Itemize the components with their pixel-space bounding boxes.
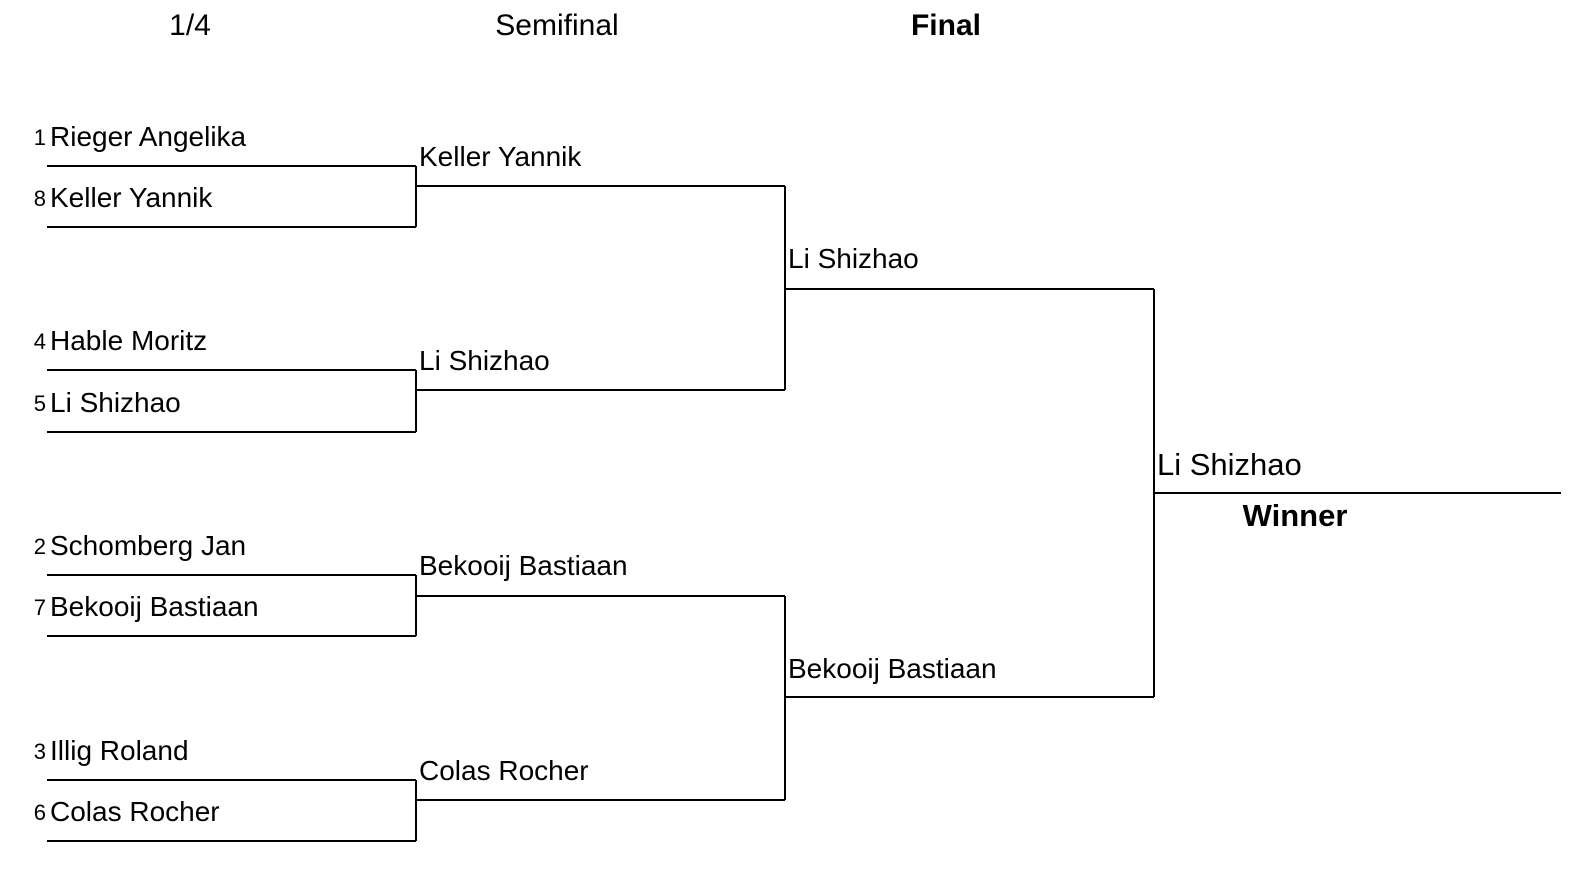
final-slot-2: Bekooij Bastiaan: [785, 653, 1154, 698]
quarterfinal-slot-4: 5 Li Shizhao: [34, 387, 416, 433]
semifinal-slot-4: Colas Rocher: [416, 755, 785, 801]
quarterfinal-slot-1: 1 Rieger Angelika: [34, 121, 416, 167]
player-name: Keller Yannik: [419, 141, 582, 172]
round-title-final: Final: [911, 9, 981, 42]
champion-slot: Li Shizhao Winner: [1154, 447, 1561, 533]
player-name: Li Shizhao: [788, 243, 919, 274]
quarterfinal-slot-7: 3 Illig Roland: [34, 735, 416, 781]
player-name: Li Shizhao: [419, 345, 550, 376]
quarterfinal-slot-8: 6 Colas Rocher: [34, 796, 416, 842]
quarterfinal-slot-2: 8 Keller Yannik: [34, 182, 416, 228]
seed-number: 5: [34, 391, 46, 416]
player-name: Illig Roland: [50, 735, 189, 766]
player-name: Bekooij Bastiaan: [788, 653, 997, 684]
seed-number: 2: [34, 534, 46, 559]
final-slot-1: Li Shizhao: [785, 243, 1154, 290]
seed-number: 4: [34, 329, 46, 354]
semifinal-slot-1: Keller Yannik: [416, 141, 785, 187]
seed-number: 6: [34, 800, 46, 825]
player-name: Colas Rocher: [419, 755, 589, 786]
seed-number: 7: [34, 595, 46, 620]
player-name: Hable Moritz: [50, 325, 207, 356]
semifinal-slot-3: Bekooij Bastiaan: [416, 550, 785, 597]
round-title-semifinal: Semifinal: [495, 9, 618, 42]
player-name: Rieger Angelika: [50, 121, 247, 152]
semifinal-slot-2: Li Shizhao: [416, 345, 785, 391]
winner-label: Winner: [1243, 498, 1348, 533]
player-name: Schomberg Jan: [50, 530, 246, 561]
player-name: Bekooij Bastiaan: [50, 591, 259, 622]
round-title-quarterfinal: 1/4: [169, 9, 211, 42]
seed-number: 1: [34, 125, 46, 150]
player-name: Bekooij Bastiaan: [419, 550, 628, 581]
quarterfinal-slot-5: 2 Schomberg Jan: [34, 530, 416, 576]
seed-number: 8: [34, 186, 46, 211]
quarterfinal-slot-3: 4 Hable Moritz: [34, 325, 416, 371]
player-name: Colas Rocher: [50, 796, 220, 827]
champion-name: Li Shizhao: [1157, 447, 1302, 482]
quarterfinal-slot-6: 7 Bekooij Bastiaan: [34, 591, 416, 637]
seed-number: 3: [34, 739, 46, 764]
player-name: Keller Yannik: [50, 182, 213, 213]
player-name: Li Shizhao: [50, 387, 181, 418]
